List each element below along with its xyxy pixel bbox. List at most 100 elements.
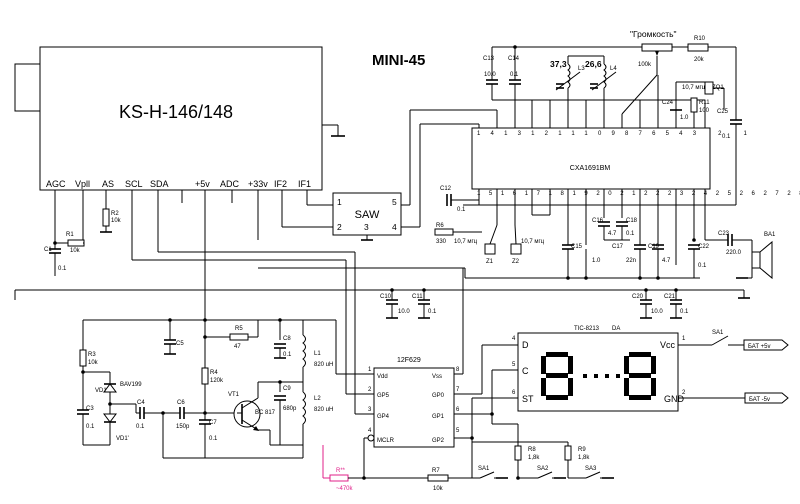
c9-label: C9 [283, 386, 291, 392]
c12-value: 0.1 [457, 207, 466, 213]
power-switch-sa1: SA1 БАТ +5v БАТ -5v [705, 290, 789, 404]
c8-value: 0.1 [283, 352, 292, 358]
oscillator-section: R3 10k VD1 BAV199 VD1' C3 0.1 C4 0.1 [77, 319, 333, 459]
tuner-label: KS-H-146/148 [119, 102, 233, 122]
c22-label: C22 [698, 244, 710, 250]
c18-value: 0.1 [626, 231, 635, 237]
rstar-value: ~470k [336, 486, 354, 492]
cxa-lower-capacitors: C15 1.0 C16 4.7 C18 0.1 C17 22n C19 4.7 [532, 214, 671, 278]
r8-value: 1,8k [528, 455, 540, 461]
capacitor-c22: C22 0.1 [688, 244, 710, 278]
c4-value: 0.1 [136, 424, 145, 430]
mcu-pin6: 6 [456, 407, 460, 413]
mcu-pin4: 4 [368, 428, 372, 434]
c20-value: 10.0 [651, 309, 663, 315]
resistor-r6: R6 330 [434, 223, 482, 245]
c1-value: 0.1 [58, 266, 67, 272]
z1-freq: 10,7 мгц [454, 239, 478, 245]
vt1-part: BC 817 [255, 410, 276, 416]
digit-left [541, 352, 573, 400]
c11-label: C11 [412, 294, 423, 300]
capacitor-c12: C12 0.1 [440, 155, 737, 213]
c13-label: C13 [483, 56, 495, 62]
digit-dots [583, 374, 620, 378]
c6-value: 150p [176, 424, 190, 430]
pin-agc: AGC [46, 179, 66, 189]
r1-value: 10k [70, 248, 81, 254]
mcu-gp0: GP0 [432, 393, 445, 399]
sa2-label: SA2 [537, 466, 549, 472]
r11-value: 100 [699, 108, 710, 114]
c18-label: C18 [626, 218, 638, 224]
speaker-ba1: BA1 [736, 232, 776, 280]
pin-if2: IF2 [274, 179, 287, 189]
mcu-pin1: 1 [368, 367, 372, 373]
saw-pin5: 5 [392, 197, 397, 207]
saw-pin3: 3 [364, 222, 369, 232]
c10-value: 10.0 [398, 309, 410, 315]
capacitor-c23: C23 220.0 [705, 231, 752, 256]
display-pin-gnd: 2 [682, 390, 686, 396]
r4-value: 120k [210, 378, 224, 384]
c17-value: 22n [626, 258, 636, 264]
r7-value: 10k [433, 486, 444, 492]
mcu-gp5: GP5 [377, 393, 390, 399]
c25-label: C25 [717, 109, 729, 115]
c22-value: 0.1 [698, 263, 707, 269]
resistor-r-star: R** ~470k [322, 445, 364, 492]
mcu-pin2: 2 [368, 387, 372, 393]
c13-value: 10.0 [484, 72, 496, 78]
display-d: D [522, 340, 529, 350]
resistor-r8-button: R8 1,8k SA2 [514, 424, 566, 479]
pin-as: AS [102, 179, 114, 189]
saw-label: SAW [355, 209, 380, 221]
led-display: TIC-8213 DA D C ST Vcc GND 4 5 6 1 2 [512, 326, 745, 412]
l2-label: L2 [314, 396, 321, 402]
c17-label: C17 [612, 244, 624, 250]
resistor-r2: R2 10k [100, 208, 122, 233]
c3-value: 0.1 [86, 424, 95, 430]
display-vcc: Vcc [660, 340, 676, 350]
l2-value: 820 uH [314, 407, 333, 413]
saw-filter: SAW 1 2 3 4 5 [282, 109, 498, 241]
mcu-vdd: Vdd [377, 374, 388, 380]
vd1p-label: VD1' [116, 436, 129, 442]
saw-pin4: 4 [392, 222, 397, 232]
resistor-r7-button: R7 10k SA1 [364, 466, 508, 492]
bat-minus-label: БАТ -5v [749, 397, 770, 403]
mcu-gp2: GP2 [432, 438, 445, 444]
capacitor-c25: C25 0.1 [717, 109, 742, 155]
pin-vpll: Vpll [75, 179, 90, 189]
bat-plus-label: БАТ +5v [748, 344, 771, 350]
c6-label: C6 [177, 400, 185, 406]
c23-label: C23 [718, 231, 730, 237]
ba1-label: BA1 [764, 232, 776, 238]
pin-5v: +5v [195, 179, 210, 189]
r5-value: 47 [234, 344, 241, 350]
z2-freq: 10,7 мгц [521, 239, 545, 245]
r10-label: R10 [694, 36, 706, 42]
display-gnd: GND [664, 394, 685, 404]
mcu-vss: Vss [432, 374, 442, 380]
pin-33v: +33v [248, 179, 268, 189]
sa1-btn-label: SA1 [478, 466, 490, 472]
mcu-gp4: GP4 [377, 414, 390, 420]
mcu-label: 12F629 [397, 357, 421, 364]
c11-value: 0.1 [428, 309, 437, 315]
c25-value: 0.1 [722, 134, 731, 140]
c24-label: C24 [662, 100, 674, 106]
mcu-gp1: GP1 [432, 414, 445, 420]
c20-label: C20 [632, 294, 644, 300]
c10-label: C10 [380, 294, 392, 300]
saw-pin2: 2 [337, 222, 342, 232]
r5-label: R5 [235, 326, 243, 332]
pin-if1: IF1 [298, 179, 311, 189]
display-da: DA [612, 326, 620, 332]
rstar-label: R** [336, 468, 346, 474]
c4-label: C4 [137, 400, 145, 406]
c14-value: 0.1 [510, 72, 519, 78]
zq1-freq: 10,7 мгц [682, 85, 706, 91]
r10-value: 20k [694, 57, 705, 63]
display-st: ST [522, 394, 534, 404]
